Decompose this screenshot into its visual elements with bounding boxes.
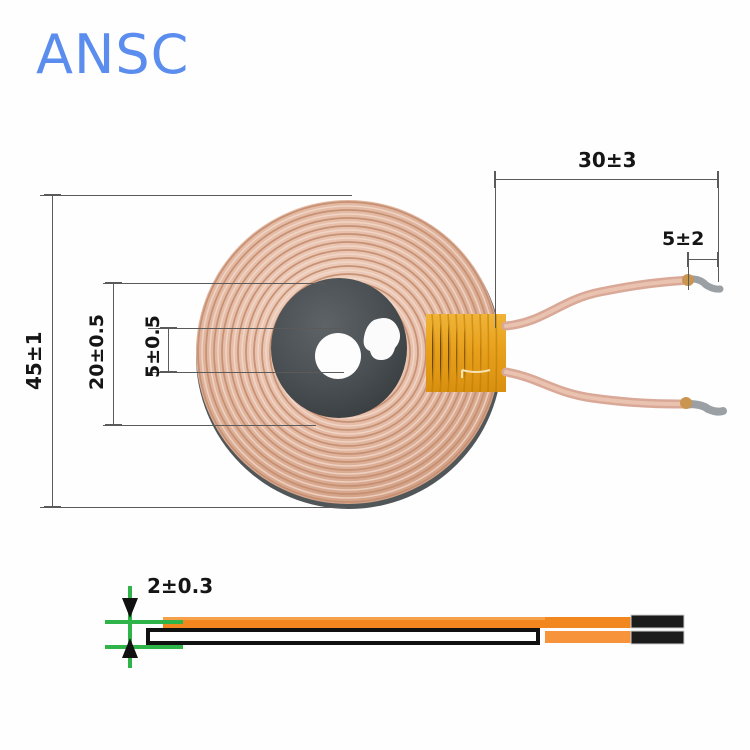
dim-line-5h (168, 328, 169, 373)
ext-line-right-lead (718, 178, 719, 282)
dim-label-tip-length: 5±2 (662, 228, 705, 250)
ext-line-left-tip (688, 258, 689, 290)
dim-line-5t (688, 259, 719, 260)
cross-section-view (146, 614, 685, 645)
dim-tick-20-top (105, 282, 122, 284)
dim-tick-30-right (717, 171, 719, 188)
ext-line-left-lead (495, 178, 496, 328)
section-tape-layer (163, 617, 545, 628)
ext-line-top-hole (148, 328, 344, 329)
green-ext-line-bottom (105, 645, 183, 649)
section-lead-upper (545, 617, 631, 628)
dim-tick-45-top (44, 194, 61, 196)
thickness-arrowheads (122, 598, 138, 658)
ext-line-bottom-hole (148, 372, 344, 373)
lead-wire-lower (501, 367, 727, 416)
section-body-layer (146, 628, 540, 645)
dim-label-lead-length: 30±3 (578, 148, 637, 172)
dim-label-center-hole: 5±0.5 (142, 315, 164, 378)
dim-line-20 (113, 283, 114, 426)
dim-tick-45-bottom (44, 506, 61, 508)
section-lead-lower (545, 631, 631, 643)
brand-logo: ANSC (36, 23, 190, 86)
dim-line-45 (52, 195, 53, 508)
dim-tick-5h-top (160, 327, 177, 329)
dim-tick-5h-bottom (160, 371, 177, 373)
dim-label-outer-diameter: 45±1 (22, 331, 46, 390)
dim-line-30 (495, 179, 719, 180)
ext-line-bottom-outer (40, 507, 346, 508)
dim-tick-5t-right (717, 252, 719, 267)
dim-tick-20-bottom (105, 424, 122, 426)
section-terminal-lower (630, 630, 685, 645)
green-ext-line-top (105, 620, 183, 624)
dim-tick-30-left (494, 171, 496, 188)
dim-label-thickness: 2±0.3 (147, 574, 214, 598)
ext-line-top-outer (40, 195, 352, 196)
coil-assembly-image (186, 192, 516, 514)
ext-line-bottom-ferrite (103, 425, 316, 426)
section-terminal-upper (630, 614, 685, 629)
dim-label-ferrite-diameter: 20±0.5 (86, 313, 108, 390)
dim-tick-5t-left (687, 252, 689, 267)
ext-line-top-ferrite (103, 283, 325, 284)
green-dim-line-thickness (128, 586, 132, 668)
